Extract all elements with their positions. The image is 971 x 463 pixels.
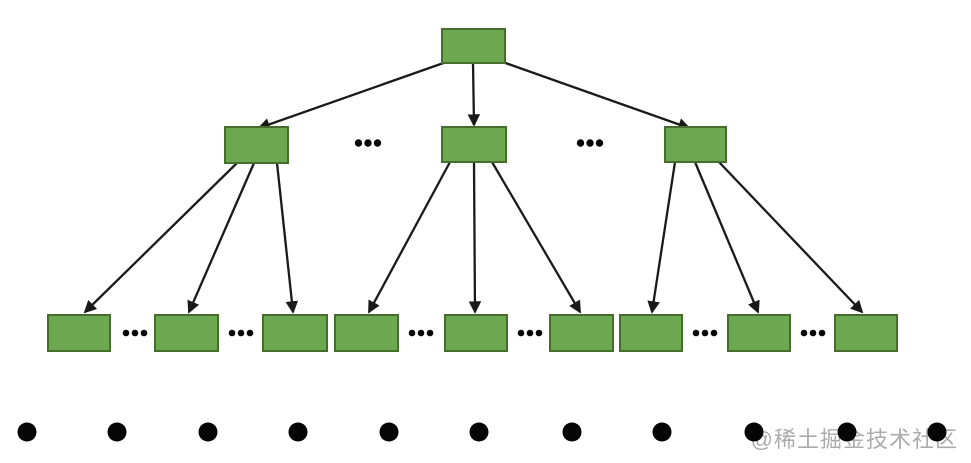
ellipsis-leaf-a xyxy=(122,329,148,337)
ellipsis-dot xyxy=(818,329,826,337)
ellipsis-leaf-f xyxy=(800,329,826,337)
bottom-dot xyxy=(469,422,489,442)
tree-node-leaf-1 xyxy=(47,314,111,352)
ellipsis-level1-b xyxy=(576,139,604,147)
edge-internal-right-to-leaf-9 xyxy=(718,161,864,314)
ellipsis-dot xyxy=(701,329,709,337)
ellipsis-dot xyxy=(710,329,718,337)
bottom-dot xyxy=(17,422,37,442)
bottom-dot xyxy=(837,422,857,442)
bottom-dot xyxy=(562,422,582,442)
ellipsis-dot xyxy=(237,329,245,337)
tree-nodes xyxy=(47,28,898,352)
tree-node-leaf-8 xyxy=(727,314,791,352)
bottom-dot xyxy=(107,422,127,442)
ellipsis-dot xyxy=(800,329,808,337)
ellipsis-dot xyxy=(517,329,525,337)
edge-internal-right-to-leaf-8 xyxy=(693,161,760,314)
edge-internal-left-to-leaf-1 xyxy=(83,162,238,314)
edge-internal-middle-to-leaf-4 xyxy=(367,161,452,314)
ellipsis-dot xyxy=(586,139,594,147)
ellipsis-dot xyxy=(526,329,534,337)
edge-internal-middle-to-leaf-5 xyxy=(468,161,482,314)
tree-node-internal-middle xyxy=(441,126,507,163)
ellipsis-leaf-b xyxy=(228,329,254,337)
ellipsis-level1-a xyxy=(354,139,382,147)
ellipsis-dot xyxy=(131,329,139,337)
bottom-dot xyxy=(652,422,672,442)
ellipsis-dot xyxy=(140,329,148,337)
tree-node-leaf-6 xyxy=(549,314,614,352)
ellipsis-leaf-c xyxy=(408,329,434,337)
bottom-dot xyxy=(927,422,947,442)
tree-node-root xyxy=(441,28,506,64)
edge-root-to-internal-right xyxy=(496,58,691,131)
ellipsis-dot xyxy=(408,329,416,337)
ellipsis-dot xyxy=(595,139,604,147)
ellipsis-dot xyxy=(535,329,543,337)
edge-root-to-internal-left xyxy=(257,58,453,131)
edge-internal-left-to-leaf-2 xyxy=(187,162,256,314)
ellipsis-groups xyxy=(122,139,826,337)
edge-internal-middle-to-leaf-6 xyxy=(491,161,581,314)
ellipsis-leaf-d xyxy=(517,329,543,337)
bottom-dot xyxy=(198,422,218,442)
tree-node-leaf-5 xyxy=(444,314,508,352)
tree-node-leaf-4 xyxy=(334,314,399,352)
tree-node-leaf-7 xyxy=(619,314,683,352)
edge-internal-right-to-leaf-7 xyxy=(647,161,677,314)
ellipsis-dot xyxy=(354,139,363,147)
bottom-dot xyxy=(744,422,764,442)
ellipsis-dot xyxy=(122,329,130,337)
ellipsis-dot xyxy=(364,139,372,147)
ellipsis-dot xyxy=(373,139,382,147)
tree-node-leaf-9 xyxy=(834,314,898,352)
ellipsis-dot xyxy=(692,329,700,337)
ellipsis-dot xyxy=(809,329,817,337)
tree-node-internal-right xyxy=(664,126,727,163)
ellipsis-dot xyxy=(228,329,236,337)
ellipsis-dot xyxy=(576,139,585,147)
bottom-dot xyxy=(379,422,399,442)
edge-internal-left-to-leaf-3 xyxy=(275,162,299,314)
ellipsis-dot xyxy=(426,329,434,337)
tree-node-internal-left xyxy=(224,126,289,164)
tree-node-leaf-2 xyxy=(154,314,219,352)
tree-node-leaf-3 xyxy=(262,314,328,352)
ellipsis-dot xyxy=(417,329,425,337)
edge-root-to-internal-middle xyxy=(467,62,481,127)
bottom-dot xyxy=(288,422,308,442)
ellipsis-dot xyxy=(246,329,254,337)
ellipsis-leaf-e xyxy=(692,329,718,337)
tree-edges xyxy=(83,58,864,314)
bottom-dots-row xyxy=(17,422,947,442)
